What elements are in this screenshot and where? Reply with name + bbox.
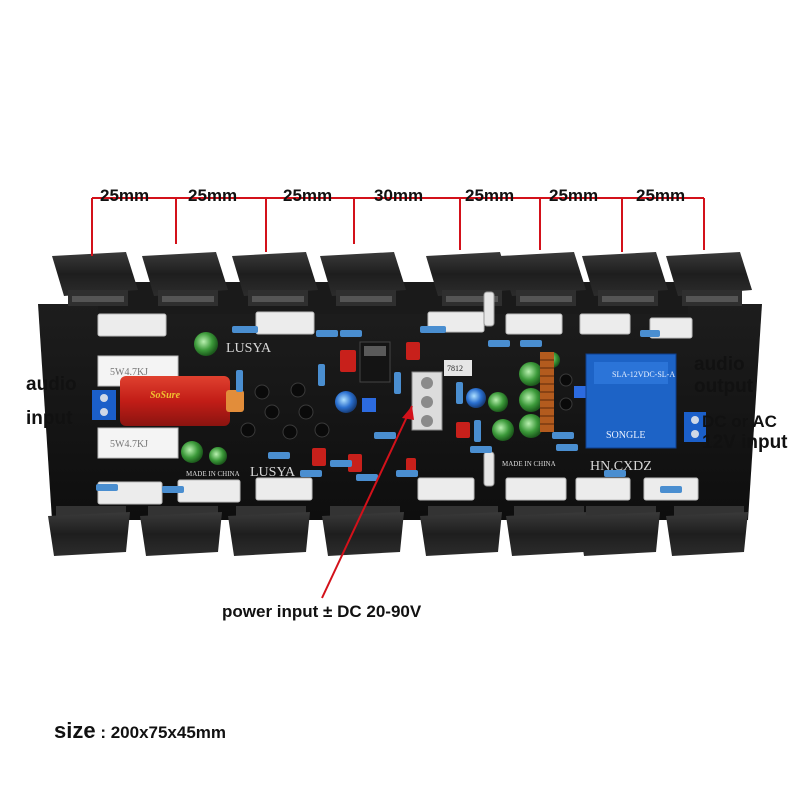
audio-input-terminal (92, 390, 116, 420)
relay-brand-text: SONGLE (606, 430, 645, 441)
resistor (394, 372, 401, 394)
size-caption: size : 200x75x45mm (54, 718, 226, 744)
dimension-label-5: 25mm (465, 186, 515, 205)
heatsink-bottom (140, 506, 222, 556)
dimension-label-7: 25mm (636, 186, 686, 205)
silk-made-in-left: MADE IN CHINA (186, 470, 240, 478)
relay: SLA-12VDC-SL-A SONGLE (585, 353, 677, 449)
resistor (300, 470, 322, 477)
dimension-label-3: 25mm (283, 186, 333, 205)
resistor (660, 486, 682, 493)
resistor (374, 432, 396, 439)
resistor (316, 330, 338, 337)
dimension-label-6: 25mm (549, 186, 599, 205)
power-input-terminals (411, 371, 443, 431)
heatsink-bottom (228, 506, 310, 556)
size-value: 200x75x45mm (110, 723, 227, 742)
resistor (330, 460, 352, 467)
regulator: 7812 (359, 341, 472, 383)
ic-label: 7812 (447, 364, 463, 373)
resistor (456, 382, 463, 404)
resistor (96, 484, 118, 491)
dimension-label-4: 30mm (374, 186, 424, 205)
heatsink-top (582, 252, 668, 306)
heatsink-bottom (666, 506, 748, 556)
resistor (340, 330, 362, 337)
heatsink-top (142, 252, 228, 306)
power-input-pointer (321, 405, 414, 599)
heatsink-top (320, 252, 406, 306)
resistor-top-text: 5W4.7KJ (110, 367, 148, 378)
heatsink-bottom (48, 506, 130, 556)
silk-right: HN.CXDZ (590, 459, 652, 474)
heatsink-top (500, 252, 586, 306)
heatsink-top (52, 252, 138, 306)
dimension-label-1: 25mm (100, 186, 150, 205)
blue-capacitors (335, 386, 586, 413)
size-separator: : (95, 723, 111, 742)
power-input-label: power input ± DC 20-90V (222, 602, 422, 621)
resistor (640, 330, 660, 337)
size-key: size (54, 718, 96, 743)
resistor (474, 420, 481, 442)
heatsink-top (666, 252, 752, 306)
dc-ac-input-terminal (684, 412, 706, 442)
power-resistor-bottom: 5W4.7KJ (97, 427, 179, 459)
resistor (520, 340, 542, 347)
heatsink-bottom (420, 506, 502, 556)
small-transistors (240, 373, 573, 440)
dimension-line (91, 197, 705, 256)
audio-output-label-line1: audio (694, 354, 745, 375)
heatsink-bottom (506, 506, 588, 556)
heatsink-bottom (578, 506, 660, 556)
fuses (483, 291, 495, 487)
green-capacitors (181, 332, 560, 465)
heatsink-bottom (322, 506, 404, 556)
audio-output-label-line2: output (694, 376, 754, 397)
ceramic-resistors-top (97, 311, 693, 339)
resistor (356, 474, 378, 481)
resistor (396, 470, 418, 477)
resistor (232, 326, 258, 333)
dimension-label-2: 25mm (188, 186, 238, 205)
silk-left-top: LUSYA (226, 341, 272, 356)
resistor (488, 340, 510, 347)
audio-input-label-line2: input (26, 408, 73, 429)
resistor-bottom-text: 5W4.7KJ (110, 439, 148, 450)
silkscreen: LUSYA LUSYA HN.CXDZ MADE IN CHINA MADE I… (186, 341, 652, 480)
resistor (552, 432, 574, 439)
heatsink-row-bottom (48, 506, 748, 556)
silk-left-bottom: LUSYA (250, 465, 296, 480)
resistor (604, 470, 626, 477)
heatsink-top (232, 252, 318, 306)
resistor (470, 446, 492, 453)
resistor (268, 452, 290, 459)
resistor (236, 370, 243, 392)
inductor-coil (540, 352, 554, 432)
small-red-capacitors (312, 342, 470, 472)
resistor (162, 486, 184, 493)
dc-ac-label-line1: DC or AC (702, 412, 777, 431)
resistor (420, 326, 446, 333)
silk-made-in-right: MADE IN CHINA (502, 460, 556, 468)
red-film-capacitor: SoSure (120, 376, 244, 426)
ceramic-resistors-bottom (97, 477, 699, 505)
relay-model-text: SLA-12VDC-SL-A (612, 370, 675, 379)
capacitor-brand-text: SoSure (150, 390, 181, 401)
audio-input-label-line1: audio (26, 374, 77, 395)
dc-ac-label-line2: 12V input (702, 432, 788, 453)
resistor (556, 444, 578, 451)
small-resistors (96, 326, 682, 493)
heatsink-row-top (52, 252, 752, 306)
resistor (318, 364, 325, 386)
